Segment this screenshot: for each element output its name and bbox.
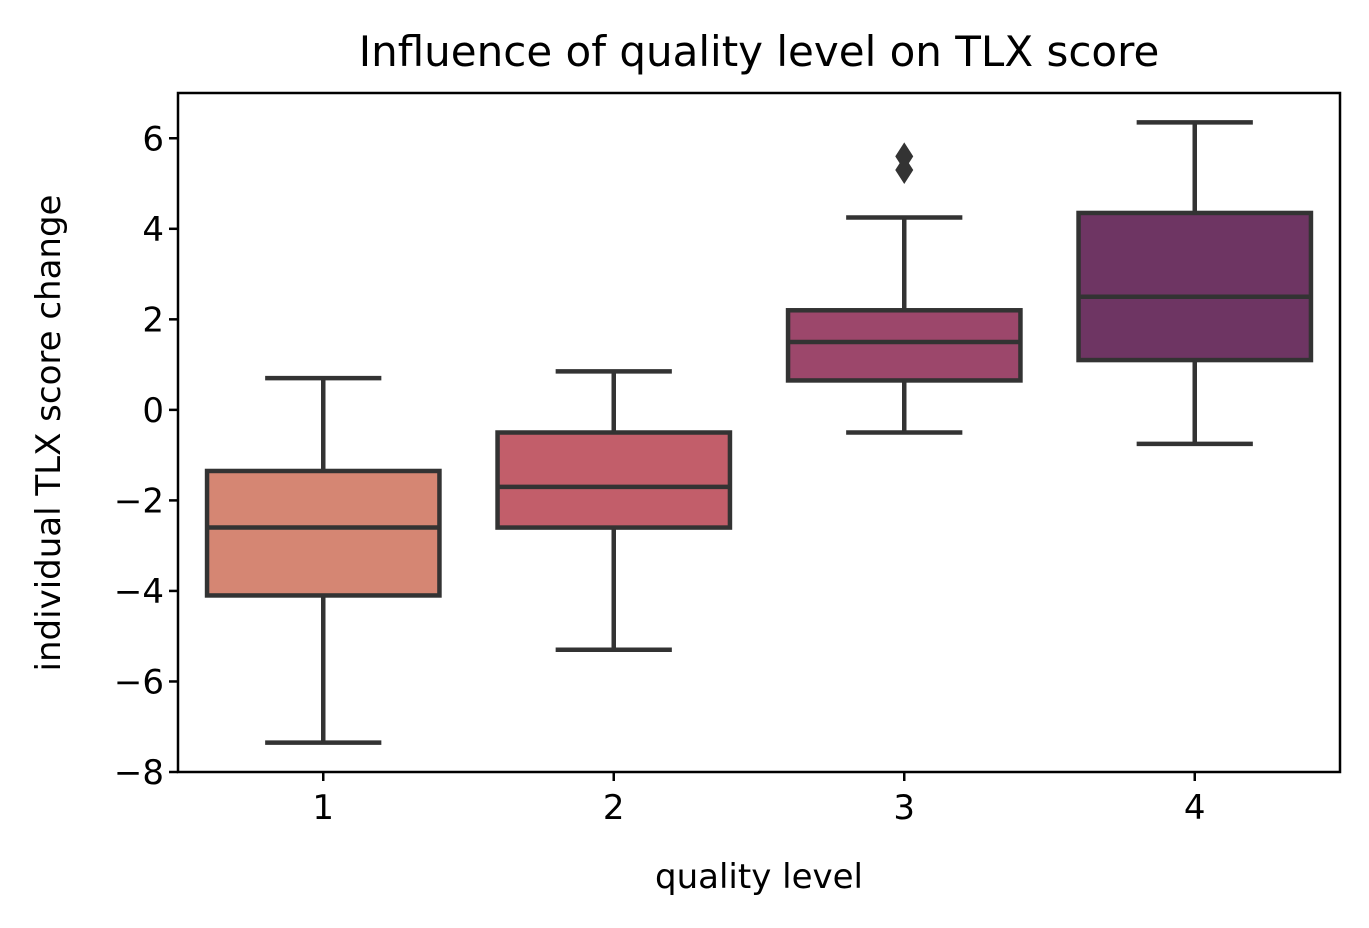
y-tick-label: −4 bbox=[114, 572, 164, 612]
box-iqr bbox=[1076, 210, 1314, 363]
y-axis-label: individual TLX score change bbox=[29, 195, 69, 672]
box-iqr bbox=[204, 468, 442, 598]
x-tick-label: 4 bbox=[1184, 788, 1206, 828]
outlier-point bbox=[895, 142, 914, 171]
box-category-2 bbox=[495, 369, 733, 653]
y-tick-label: 2 bbox=[142, 300, 164, 340]
x-tick-label: 2 bbox=[603, 788, 625, 828]
y-tick-label: −2 bbox=[114, 481, 164, 521]
y-tick-label: 4 bbox=[142, 210, 164, 250]
x-axis-label: quality level bbox=[655, 857, 863, 897]
plot-area-frame bbox=[176, 91, 1342, 774]
box-category-1 bbox=[204, 375, 442, 745]
box-series bbox=[204, 120, 1314, 745]
x-tick-label: 1 bbox=[312, 788, 334, 828]
box-category-4 bbox=[1076, 120, 1314, 447]
chart-title: Influence of quality level on TLX score bbox=[359, 27, 1160, 76]
y-tick-label: −6 bbox=[114, 662, 164, 702]
x-axis-ticks: 1 2 3 4 bbox=[312, 772, 1206, 828]
y-axis-ticks: −8 −6 −4 −2 0 2 4 6 bbox=[114, 119, 178, 793]
x-tick-label: 3 bbox=[893, 788, 915, 828]
box-category-3 bbox=[785, 142, 1023, 435]
box-iqr bbox=[495, 430, 733, 530]
y-tick-label: 0 bbox=[142, 391, 164, 431]
y-tick-label: −8 bbox=[114, 753, 164, 793]
y-tick-label: 6 bbox=[142, 119, 164, 159]
box-iqr bbox=[785, 308, 1023, 383]
